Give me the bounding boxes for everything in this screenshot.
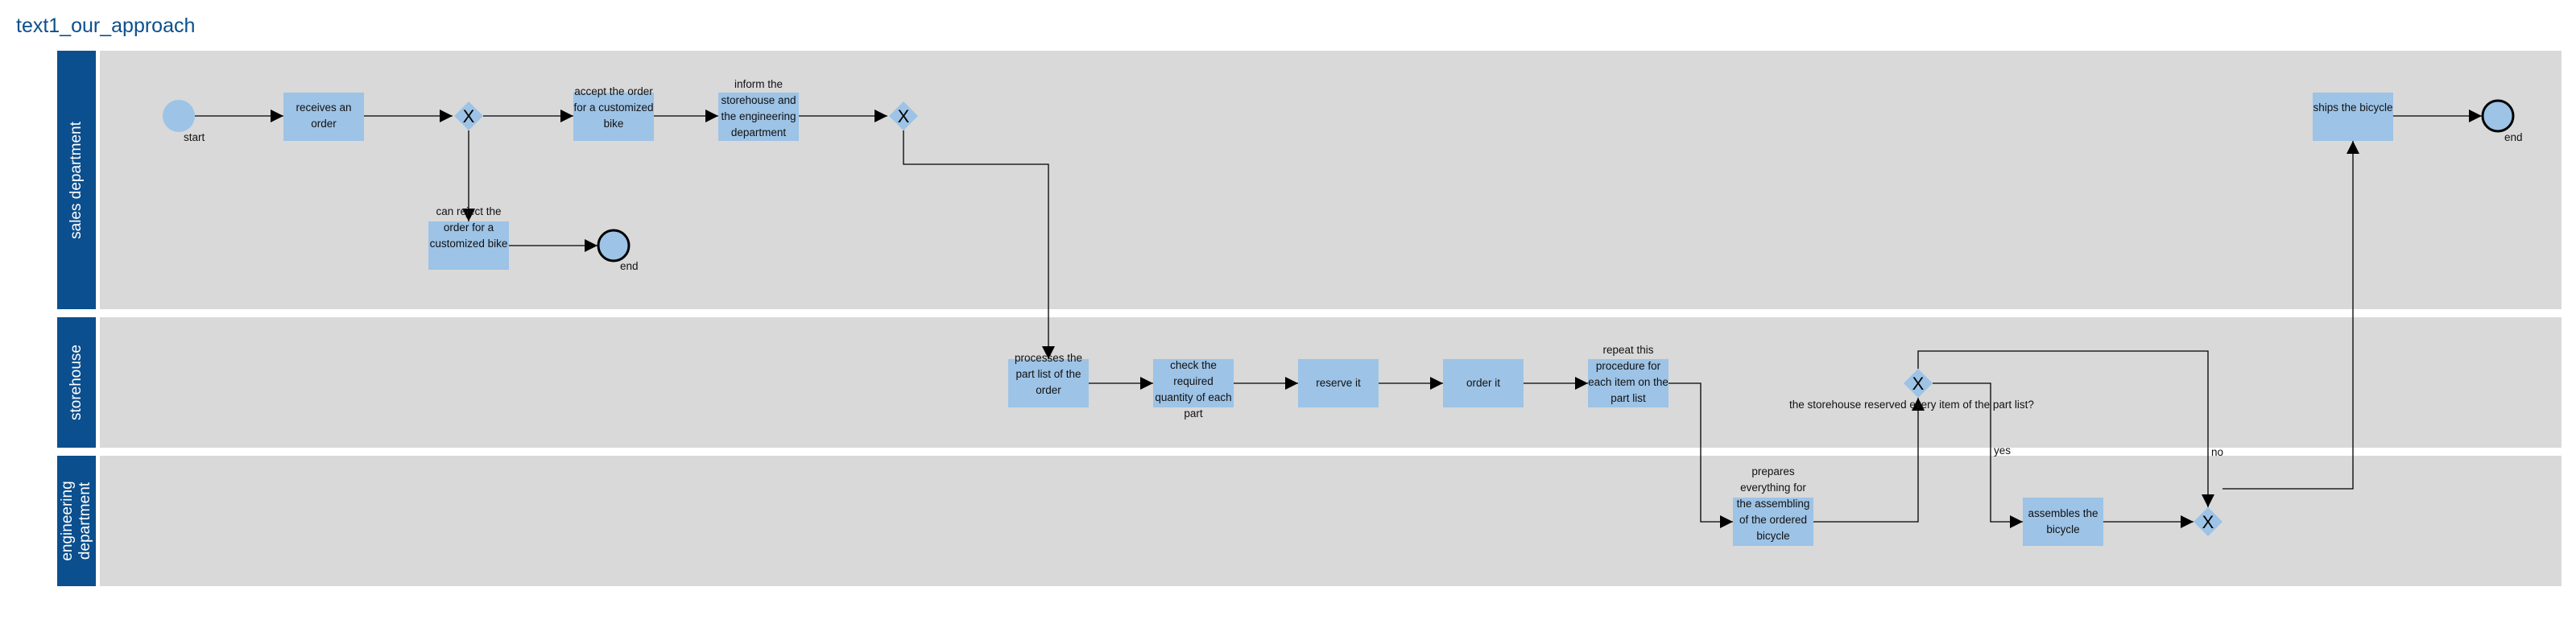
task-ships[interactable] [2313, 93, 2393, 141]
flow-prepares-to-gateway [1813, 398, 1925, 523]
svg-text:X: X [1912, 374, 1925, 394]
label-branch-no: no [2211, 446, 2224, 458]
label-check: check the required quantity of each part [1155, 359, 1232, 420]
lane-engineering-department [100, 456, 2562, 586]
flow-gateway-to-processes [903, 130, 1055, 359]
flow-yes-to-assembles [1933, 382, 2023, 528]
lane-sales-department [100, 51, 2562, 309]
diagram-title: text1_our_approach [16, 14, 196, 37]
label-ships: ships the bicycle [2313, 101, 2393, 114]
label-order: order it [1466, 377, 1501, 389]
task-inform[interactable] [718, 93, 799, 141]
label-reject: can reject the order for a customized bi… [429, 205, 508, 250]
label-reserve: reserve it [1316, 377, 1361, 389]
exclusive-gateway-split[interactable]: X [889, 101, 918, 130]
svg-text:X: X [898, 106, 910, 126]
end-event-reject[interactable] [597, 229, 631, 262]
flow-merge-to-ships [2222, 141, 2359, 490]
exclusive-gateway-accept[interactable]: X [454, 101, 483, 130]
task-repeat[interactable] [1588, 359, 1668, 407]
label-processes: processes the part list of the order [1014, 352, 1083, 396]
lane-header-engineering: engineering department [57, 456, 96, 586]
task-assembles[interactable] [2023, 498, 2103, 546]
lane-header-storehouse: storehouse [57, 317, 96, 448]
task-processes[interactable] [1008, 359, 1089, 407]
task-prepares[interactable] [1733, 498, 1813, 546]
label-end-main: end [2504, 131, 2523, 143]
task-receives-order[interactable] [283, 93, 364, 141]
label-prepares: prepares everything for the assembling o… [1736, 465, 1810, 542]
exclusive-gateway-merge[interactable]: X [2194, 507, 2222, 536]
task-check[interactable] [1153, 359, 1234, 407]
flow-no-to-merge [1917, 350, 2214, 507]
end-event-main[interactable] [2481, 99, 2515, 133]
label-start-event: start [184, 131, 205, 143]
task-accept-order[interactable] [573, 93, 654, 141]
task-reserve[interactable] [1298, 359, 1379, 407]
label-end-reject: end [620, 260, 639, 272]
label-assembles: assembles the bicycle [2028, 507, 2098, 535]
exclusive-gateway-reserved[interactable]: X [1904, 369, 1933, 398]
label-inform: inform the storehouse and the engineerin… [721, 78, 796, 138]
label-accept-order: accept the order for a customized bike [573, 85, 654, 130]
label-gateway-question: the storehouse reserved every item of th… [1789, 399, 2034, 411]
task-reject[interactable] [428, 221, 509, 270]
start-event[interactable] [163, 100, 195, 132]
svg-text:X: X [463, 106, 475, 126]
label-branch-yes: yes [1994, 444, 2012, 457]
label-repeat: repeat this procedure for each item on t… [1588, 344, 1668, 404]
flow-repeat-to-prepares [1668, 382, 1733, 528]
svg-text:X: X [2202, 512, 2214, 532]
task-order[interactable] [1443, 359, 1524, 407]
lane-header-sales: sales department [57, 51, 96, 309]
label-receives-order: receives an order [296, 101, 352, 130]
